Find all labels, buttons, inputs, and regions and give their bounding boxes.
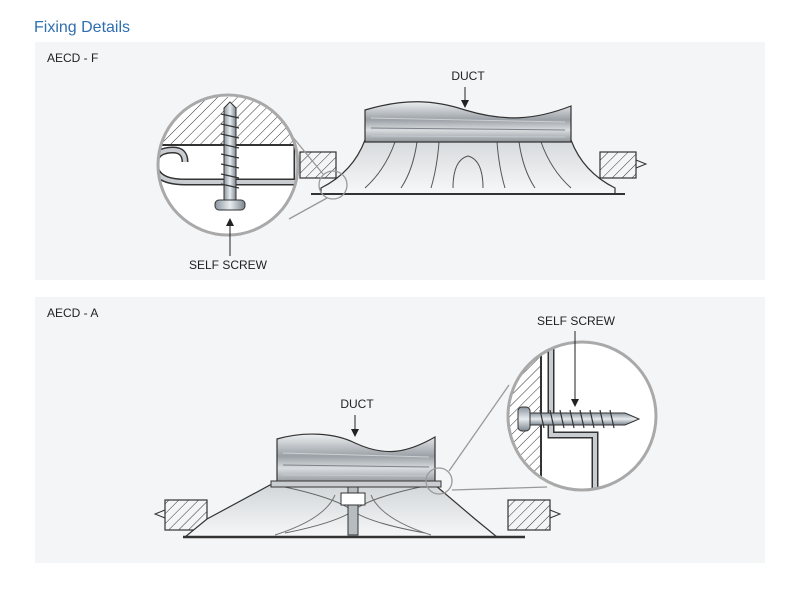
ceiling-block-left [299, 151, 337, 179]
panel-title-aecd-f: AECD - F [47, 51, 99, 65]
duct-f [364, 101, 572, 143]
magnified-lens-a [506, 340, 658, 492]
panel-aecd-a: AECD - A [35, 297, 765, 563]
screw-arrow-f [226, 218, 234, 256]
duct-arrow-a [351, 415, 359, 437]
detail-callout-a [425, 384, 548, 495]
duct-arrow-f [461, 87, 469, 108]
magnified-lens-f [156, 93, 300, 237]
duct-label-a: DUCT [340, 397, 374, 411]
screw-icon [517, 406, 641, 432]
diagram-aecd-a: DUCT SELF SCREW [153, 314, 658, 539]
panel-aecd-f: AECD - F [35, 42, 765, 280]
screw-label-a: SELF SCREW [537, 314, 616, 328]
page-heading: Fixing Details [34, 19, 131, 36]
duct-label-f: DUCT [451, 69, 485, 83]
screw-arrow-a [571, 331, 579, 407]
diffuser-body-f [311, 139, 625, 195]
screw-icon [214, 101, 246, 211]
panel-title-aecd-a: AECD - A [47, 306, 99, 320]
screw-label-f: SELF SCREW [189, 258, 268, 272]
diffuser-body-a [183, 476, 525, 539]
diagram-aecd-f: DUCT SELF SCREW [156, 69, 648, 272]
ceiling-block-right [599, 151, 648, 179]
ceiling-block-right-a [507, 499, 562, 531]
duct-a [270, 433, 442, 488]
